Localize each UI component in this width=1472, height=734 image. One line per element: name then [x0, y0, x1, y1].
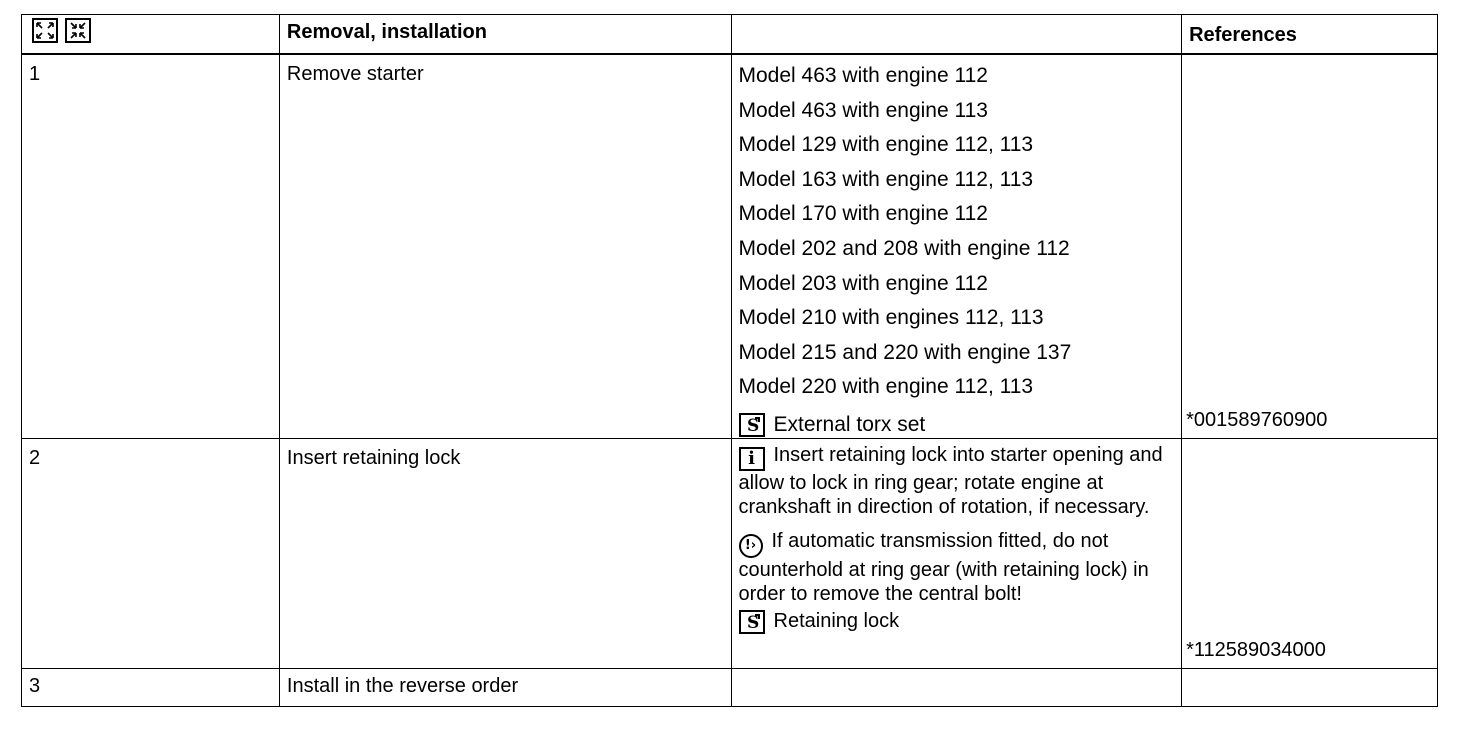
tool-name: Retaining lock [773, 610, 900, 632]
step-action: Remove starter [286, 63, 424, 85]
model-line: Model 203 with engine 112 [738, 271, 988, 295]
svg-text:S: S [747, 613, 759, 632]
model-line: Model 163 with engine 112, 113 [738, 167, 1034, 191]
empty-cell [1181, 667, 1438, 707]
svg-text:S: S [747, 416, 759, 435]
step-action: Install in the reverse order [286, 674, 519, 697]
reference-number[interactable]: *001589760900 [1186, 408, 1328, 431]
step-number: 1 [29, 63, 41, 85]
table-header-row: Removal, installation References [21, 14, 1438, 55]
tool-line: S Retaining lock [732, 608, 1182, 636]
header-removal-installation: Removal, installation [278, 14, 732, 55]
model-line: Model 463 with engine 113 [738, 98, 988, 122]
step-action: Insert retaining lock [286, 446, 461, 469]
reference-number[interactable]: *112589034000 [1186, 638, 1326, 661]
procedure-table: Removal, installation References 1 Remov… [21, 14, 1438, 707]
table-row: 3 Install in the reverse order [21, 667, 1438, 707]
step-number: 2 [29, 446, 41, 469]
collapse-all-icon[interactable] [65, 18, 91, 43]
header-details [730, 14, 1183, 55]
model-line: Model 215 and 220 with engine 137 [738, 340, 1072, 364]
caution-note: !›If automatic transmission fitted, do n… [738, 529, 1149, 605]
expand-all-icon[interactable] [32, 18, 58, 43]
step-number: 3 [29, 674, 41, 697]
header-references: References [1181, 14, 1438, 55]
empty-cell [730, 667, 1183, 707]
model-line: Model 210 with engines 112, 113 [738, 306, 1044, 330]
info-icon: i [738, 446, 765, 471]
model-line: Model 463 with engine 112 [738, 64, 988, 87]
note-icon: !› [738, 533, 763, 558]
table-row: 1 Remove starter Model 463 with engine 1… [21, 53, 1438, 439]
model-line: Model 170 with engine 112 [738, 202, 988, 226]
model-line: Model 220 with engine 112, 113 [738, 375, 1034, 399]
tool-line: S External torx set [738, 405, 1176, 437]
special-tool-icon: S [738, 609, 765, 634]
special-tool-icon: S [738, 412, 765, 437]
model-line: Model 202 and 208 with engine 112 [738, 236, 1070, 260]
model-list: Model 463 with engine 112 Model 463 with… [732, 55, 1182, 437]
header-icons-cell [21, 14, 280, 55]
tool-name: External torx set [773, 412, 926, 436]
model-line: Model 129 with engine 112, 113 [738, 133, 1034, 157]
